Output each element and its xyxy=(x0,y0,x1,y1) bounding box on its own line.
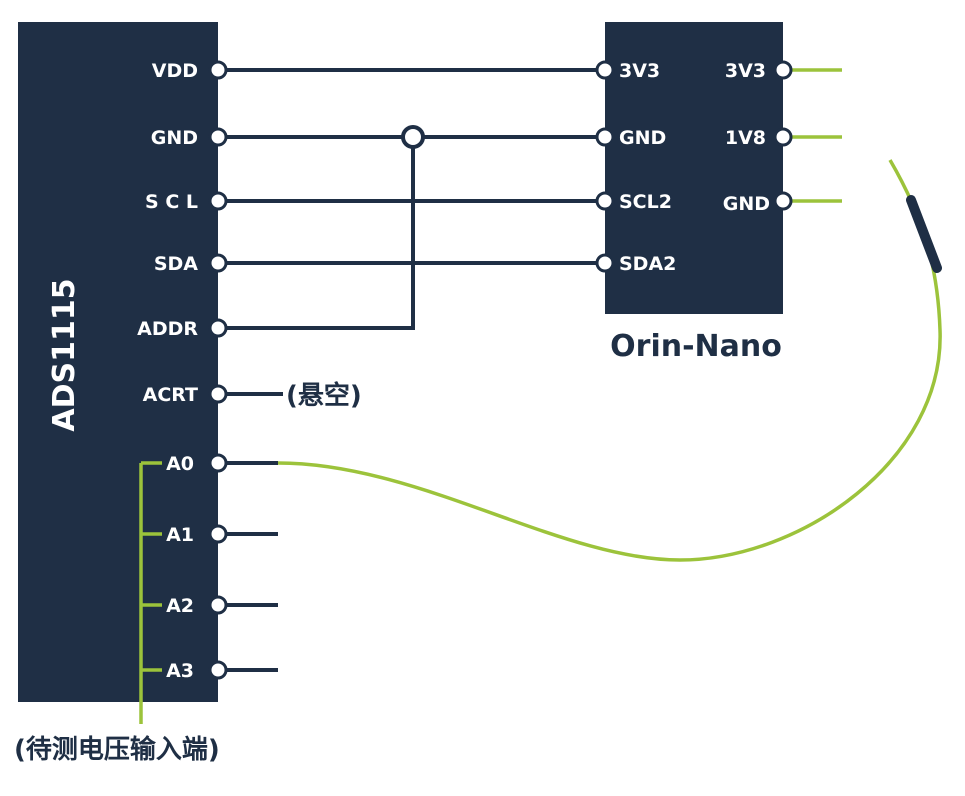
pin-label-a1: A1 xyxy=(166,524,194,546)
pin-label-vdd: VDD xyxy=(152,60,198,82)
voltage-input-note: (待测电压输入端) xyxy=(14,734,220,765)
pin-label-addr: ADDR xyxy=(137,318,198,340)
orin-left-pin-labels: 3V3 GND SCL2 SDA2 xyxy=(619,60,676,275)
probe-wire xyxy=(277,159,942,562)
ads1115-board xyxy=(18,22,218,702)
ads1115-pin-labels: VDD GND S C L SDA ADDR ACRT A0 A1 A2 A3 xyxy=(137,60,198,682)
orin-pin-label-1v8: 1V8 xyxy=(725,127,766,149)
orin-right-stubs xyxy=(783,68,842,203)
pin-label-a0: A0 xyxy=(166,453,194,475)
orin-pin-gnd xyxy=(595,127,615,147)
pin-nodes xyxy=(208,60,793,680)
ads-pin-a0 xyxy=(208,453,228,473)
orin-pin-label-sda2: SDA2 xyxy=(619,253,676,275)
ads-pin-vdd xyxy=(208,60,228,80)
orin-pin-gnd-out xyxy=(773,191,793,211)
ads1115-title: ADS1115 xyxy=(47,278,82,431)
orin-pin-3v3 xyxy=(595,60,615,80)
orin-pin-sda2 xyxy=(595,253,615,273)
pin-label-a2: A2 xyxy=(166,595,194,617)
orin-nano-board xyxy=(605,22,783,314)
ads-pin-acrt xyxy=(208,384,228,404)
orin-pin-label-scl2: SCL2 xyxy=(619,191,672,213)
ads-pin-a2 xyxy=(208,595,228,615)
orin-pin-3v3-out xyxy=(773,60,793,80)
ads-pin-addr xyxy=(208,318,228,338)
gnd-junction-node xyxy=(401,125,425,149)
orin-pin-label-gnd-out: GND xyxy=(723,193,770,215)
pin-label-sda: SDA xyxy=(154,253,198,275)
probe-tip xyxy=(906,195,942,273)
acrt-floating-note: (悬空) xyxy=(286,380,362,411)
orin-pin-scl2 xyxy=(595,191,615,211)
ads-pin-a3 xyxy=(208,660,228,680)
pin-label-acrt: ACRT xyxy=(143,384,198,406)
orin-nano-title: Orin-Nano xyxy=(610,329,782,364)
pin-label-scl: S C L xyxy=(145,191,198,213)
orin-pin-label-3v3: 3V3 xyxy=(619,60,660,82)
ads-pin-gnd xyxy=(208,127,228,147)
ads-pin-sda xyxy=(208,253,228,273)
i2c-power-wires xyxy=(218,68,605,672)
wire-addr-gnd xyxy=(218,147,415,330)
orin-pin-1v8 xyxy=(773,127,793,147)
ads-pin-a1 xyxy=(208,524,228,544)
pin-label-gnd: GND xyxy=(151,127,198,149)
orin-right-pin-labels: 3V3 1V8 GND xyxy=(723,60,770,215)
analog-input-bracket xyxy=(139,461,162,724)
orin-pin-label-3v3-out: 3V3 xyxy=(725,60,766,82)
pin-label-a3: A3 xyxy=(166,660,194,682)
ads-pin-scl xyxy=(208,191,228,211)
orin-pin-label-gnd: GND xyxy=(619,127,666,149)
